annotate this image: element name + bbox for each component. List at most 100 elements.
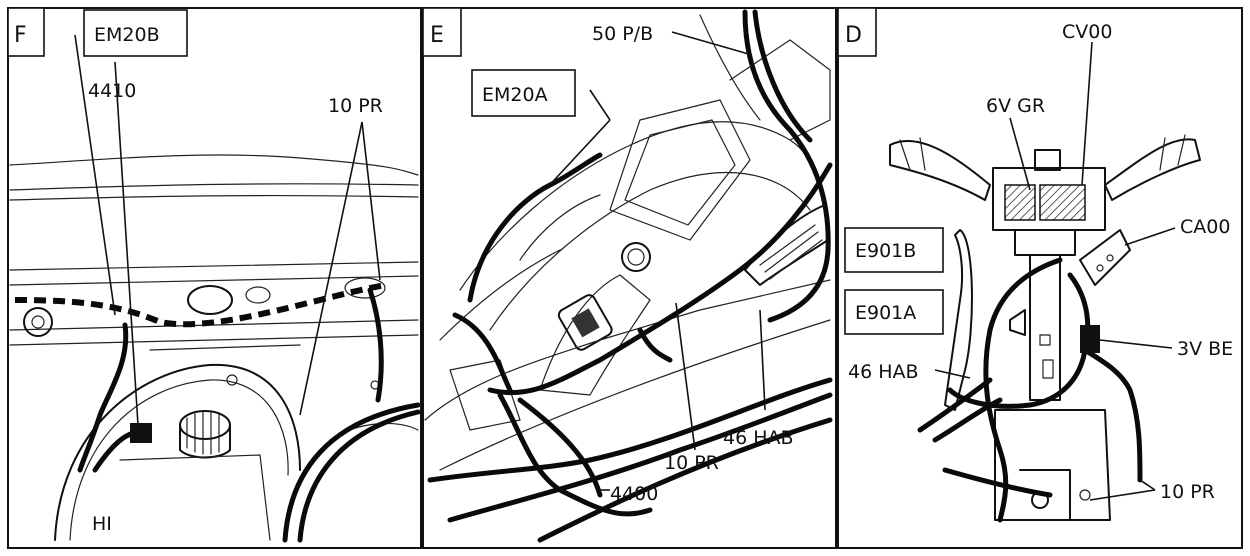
harness-dashed — [14, 282, 386, 328]
harness — [77, 322, 129, 473]
console-outline — [459, 121, 829, 291]
connector-cv00 — [1039, 184, 1086, 221]
knob — [621, 242, 651, 272]
leader-6vgr — [1009, 117, 1031, 191]
label-46hab: 46 HAB — [723, 427, 794, 449]
leader-3vbe — [1099, 339, 1173, 349]
gear-lever — [571, 308, 600, 338]
label-e901a: E901A — [855, 302, 916, 324]
lever-left — [944, 229, 973, 411]
floor-line — [424, 279, 831, 421]
label-hi: HI — [92, 513, 112, 535]
harness — [367, 287, 384, 403]
body-line — [9, 154, 419, 176]
harness-clip — [637, 327, 673, 363]
connector-6vgr — [1004, 184, 1036, 221]
leader-em20a — [589, 89, 611, 121]
label-10pr: 10 PR — [328, 95, 383, 117]
pin — [1096, 264, 1104, 272]
body-line — [149, 344, 301, 351]
component-outline — [119, 454, 271, 541]
connector-ca00-body — [1079, 229, 1131, 286]
panel-d-letter-box — [837, 7, 877, 57]
body-line — [9, 275, 419, 286]
panel-f: F EM20B — [7, 7, 422, 549]
label-10pr: 10 PR — [1160, 481, 1215, 503]
harness — [282, 402, 421, 543]
leader-10pr — [1089, 489, 1156, 501]
label-50pb: 50 P/B — [592, 23, 653, 45]
harness — [447, 392, 833, 523]
e901a-box — [844, 289, 944, 335]
body-line — [9, 261, 419, 271]
harness-4400 — [517, 397, 603, 498]
panel-d-frame — [837, 7, 1243, 549]
hole — [226, 374, 238, 386]
harness-50pb — [752, 9, 813, 143]
column-bracket — [994, 409, 1111, 521]
leader-ca00 — [1124, 227, 1176, 246]
panel-f-letter-box — [7, 7, 45, 57]
harness — [487, 162, 833, 396]
harness-10pr — [1082, 347, 1143, 483]
label-46hab: 46 HAB — [848, 361, 919, 383]
leader-4410 — [114, 61, 139, 426]
console-outline — [489, 172, 811, 331]
em20b-box — [83, 9, 188, 57]
panel-d: D E901B E901A — [837, 7, 1243, 549]
wheel-arch-inner — [69, 379, 289, 541]
strut-top — [23, 307, 53, 337]
leader-46hab — [934, 369, 971, 379]
connector-4410 — [130, 423, 152, 443]
clip — [1009, 309, 1026, 336]
right-stalk-detail — [1159, 134, 1186, 171]
e901b-box — [844, 227, 944, 273]
column-slot — [1042, 359, 1054, 379]
column-slot — [1039, 334, 1051, 346]
knob — [627, 248, 645, 266]
console-line — [519, 194, 601, 261]
body-line — [9, 334, 419, 346]
left-stalk-detail — [899, 137, 926, 171]
floor-line — [439, 319, 831, 471]
label-4400: 4400 — [610, 483, 658, 505]
label-cv00: CV00 — [1062, 21, 1112, 43]
console-line — [439, 249, 561, 341]
harness — [427, 377, 833, 483]
gear-lever-housing — [557, 294, 613, 351]
harness — [983, 257, 1063, 523]
harness — [297, 409, 421, 543]
right-stalk — [1104, 138, 1201, 201]
label-em20a: EM20A — [482, 84, 548, 106]
leader-10pr — [361, 121, 381, 281]
harness — [537, 417, 833, 543]
panel-e: E EM20A — [422, 7, 837, 549]
panel-e-letter: E — [430, 23, 444, 48]
component — [344, 277, 386, 299]
label-4410: 4410 — [88, 80, 136, 102]
pin — [1106, 254, 1114, 262]
component — [245, 286, 271, 304]
leader-10pr — [299, 121, 363, 416]
harness — [917, 377, 993, 433]
panel-f-frame — [7, 7, 422, 549]
body-line — [9, 183, 419, 191]
leader-cv00 — [1081, 41, 1093, 186]
console-panel — [609, 99, 751, 241]
dash-line — [699, 14, 761, 121]
harness — [467, 152, 603, 303]
bolt — [1079, 489, 1091, 501]
leader-10pr — [1139, 479, 1156, 491]
component — [187, 285, 233, 315]
gear-surround — [539, 274, 651, 396]
panel-e-frame — [422, 7, 837, 549]
dash-part — [729, 39, 831, 141]
label-e901b: E901B — [855, 240, 916, 262]
column-mount — [1019, 469, 1071, 521]
console-panel-inner — [624, 119, 736, 226]
connector-3vbe — [1080, 325, 1100, 353]
left-stalk — [889, 140, 991, 201]
bracket — [449, 359, 521, 431]
harness — [947, 272, 1091, 409]
